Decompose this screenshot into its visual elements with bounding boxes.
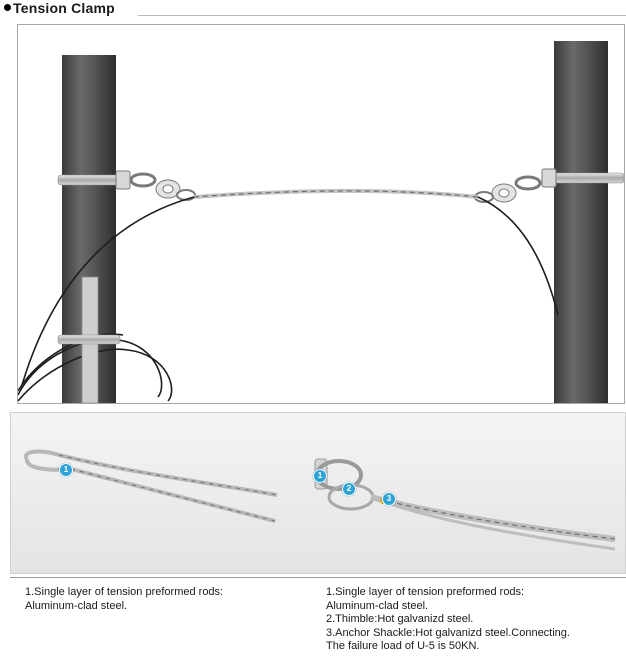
preformed-rod-twist bbox=[193, 190, 479, 198]
right-pole-band bbox=[545, 172, 624, 184]
caption-right-line: 2.Thimble:Hot galvanizd steel. bbox=[326, 613, 474, 625]
preformed-rod-span bbox=[193, 188, 479, 199]
caption-right-line: The failure load of U-5 is 50KN. bbox=[326, 640, 480, 652]
caption-right-line: 3.Anchor Shackle:Hot galvanizd steel.Con… bbox=[326, 626, 570, 639]
components-detail-panel: 1 1 2 3 bbox=[10, 412, 626, 574]
components-svg bbox=[23, 449, 616, 551]
caption-left-line: Aluminum-clad steel. bbox=[25, 599, 128, 612]
caption-left: 1.Single layer of tension preformed rods… bbox=[25, 586, 223, 613]
left-pole-lower-band bbox=[57, 334, 121, 345]
right-anchor-shackle bbox=[474, 168, 557, 203]
title-divider bbox=[138, 15, 626, 16]
caption-right: 1.Single layer of tension preformed rods… bbox=[326, 586, 570, 654]
left-anchor-shackle bbox=[115, 170, 196, 201]
component-badge-1-left: 1 bbox=[59, 463, 73, 477]
captions-divider bbox=[10, 577, 626, 578]
bullet-icon bbox=[4, 4, 11, 11]
caption-left-line: 1.Single layer of tension preformed rods… bbox=[25, 586, 224, 598]
component-badge-3-right: 3 bbox=[382, 492, 396, 506]
cable-illustration bbox=[18, 196, 559, 402]
preformed-rod-illustration bbox=[23, 449, 278, 523]
thimble-shackle-illustration bbox=[314, 458, 616, 551]
page-title: Tension Clamp bbox=[4, 0, 115, 16]
caption-right-line: Aluminum-clad steel. bbox=[326, 599, 429, 612]
right-pole bbox=[554, 41, 608, 403]
component-badge-2-right: 2 bbox=[342, 482, 356, 496]
page-title-text: Tension Clamp bbox=[13, 0, 115, 16]
installation-illustration bbox=[17, 24, 625, 404]
installation-svg bbox=[18, 41, 624, 403]
caption-right-line: 1.Single layer of tension preformed rods… bbox=[326, 586, 525, 598]
component-badge-1-right: 1 bbox=[313, 469, 327, 483]
